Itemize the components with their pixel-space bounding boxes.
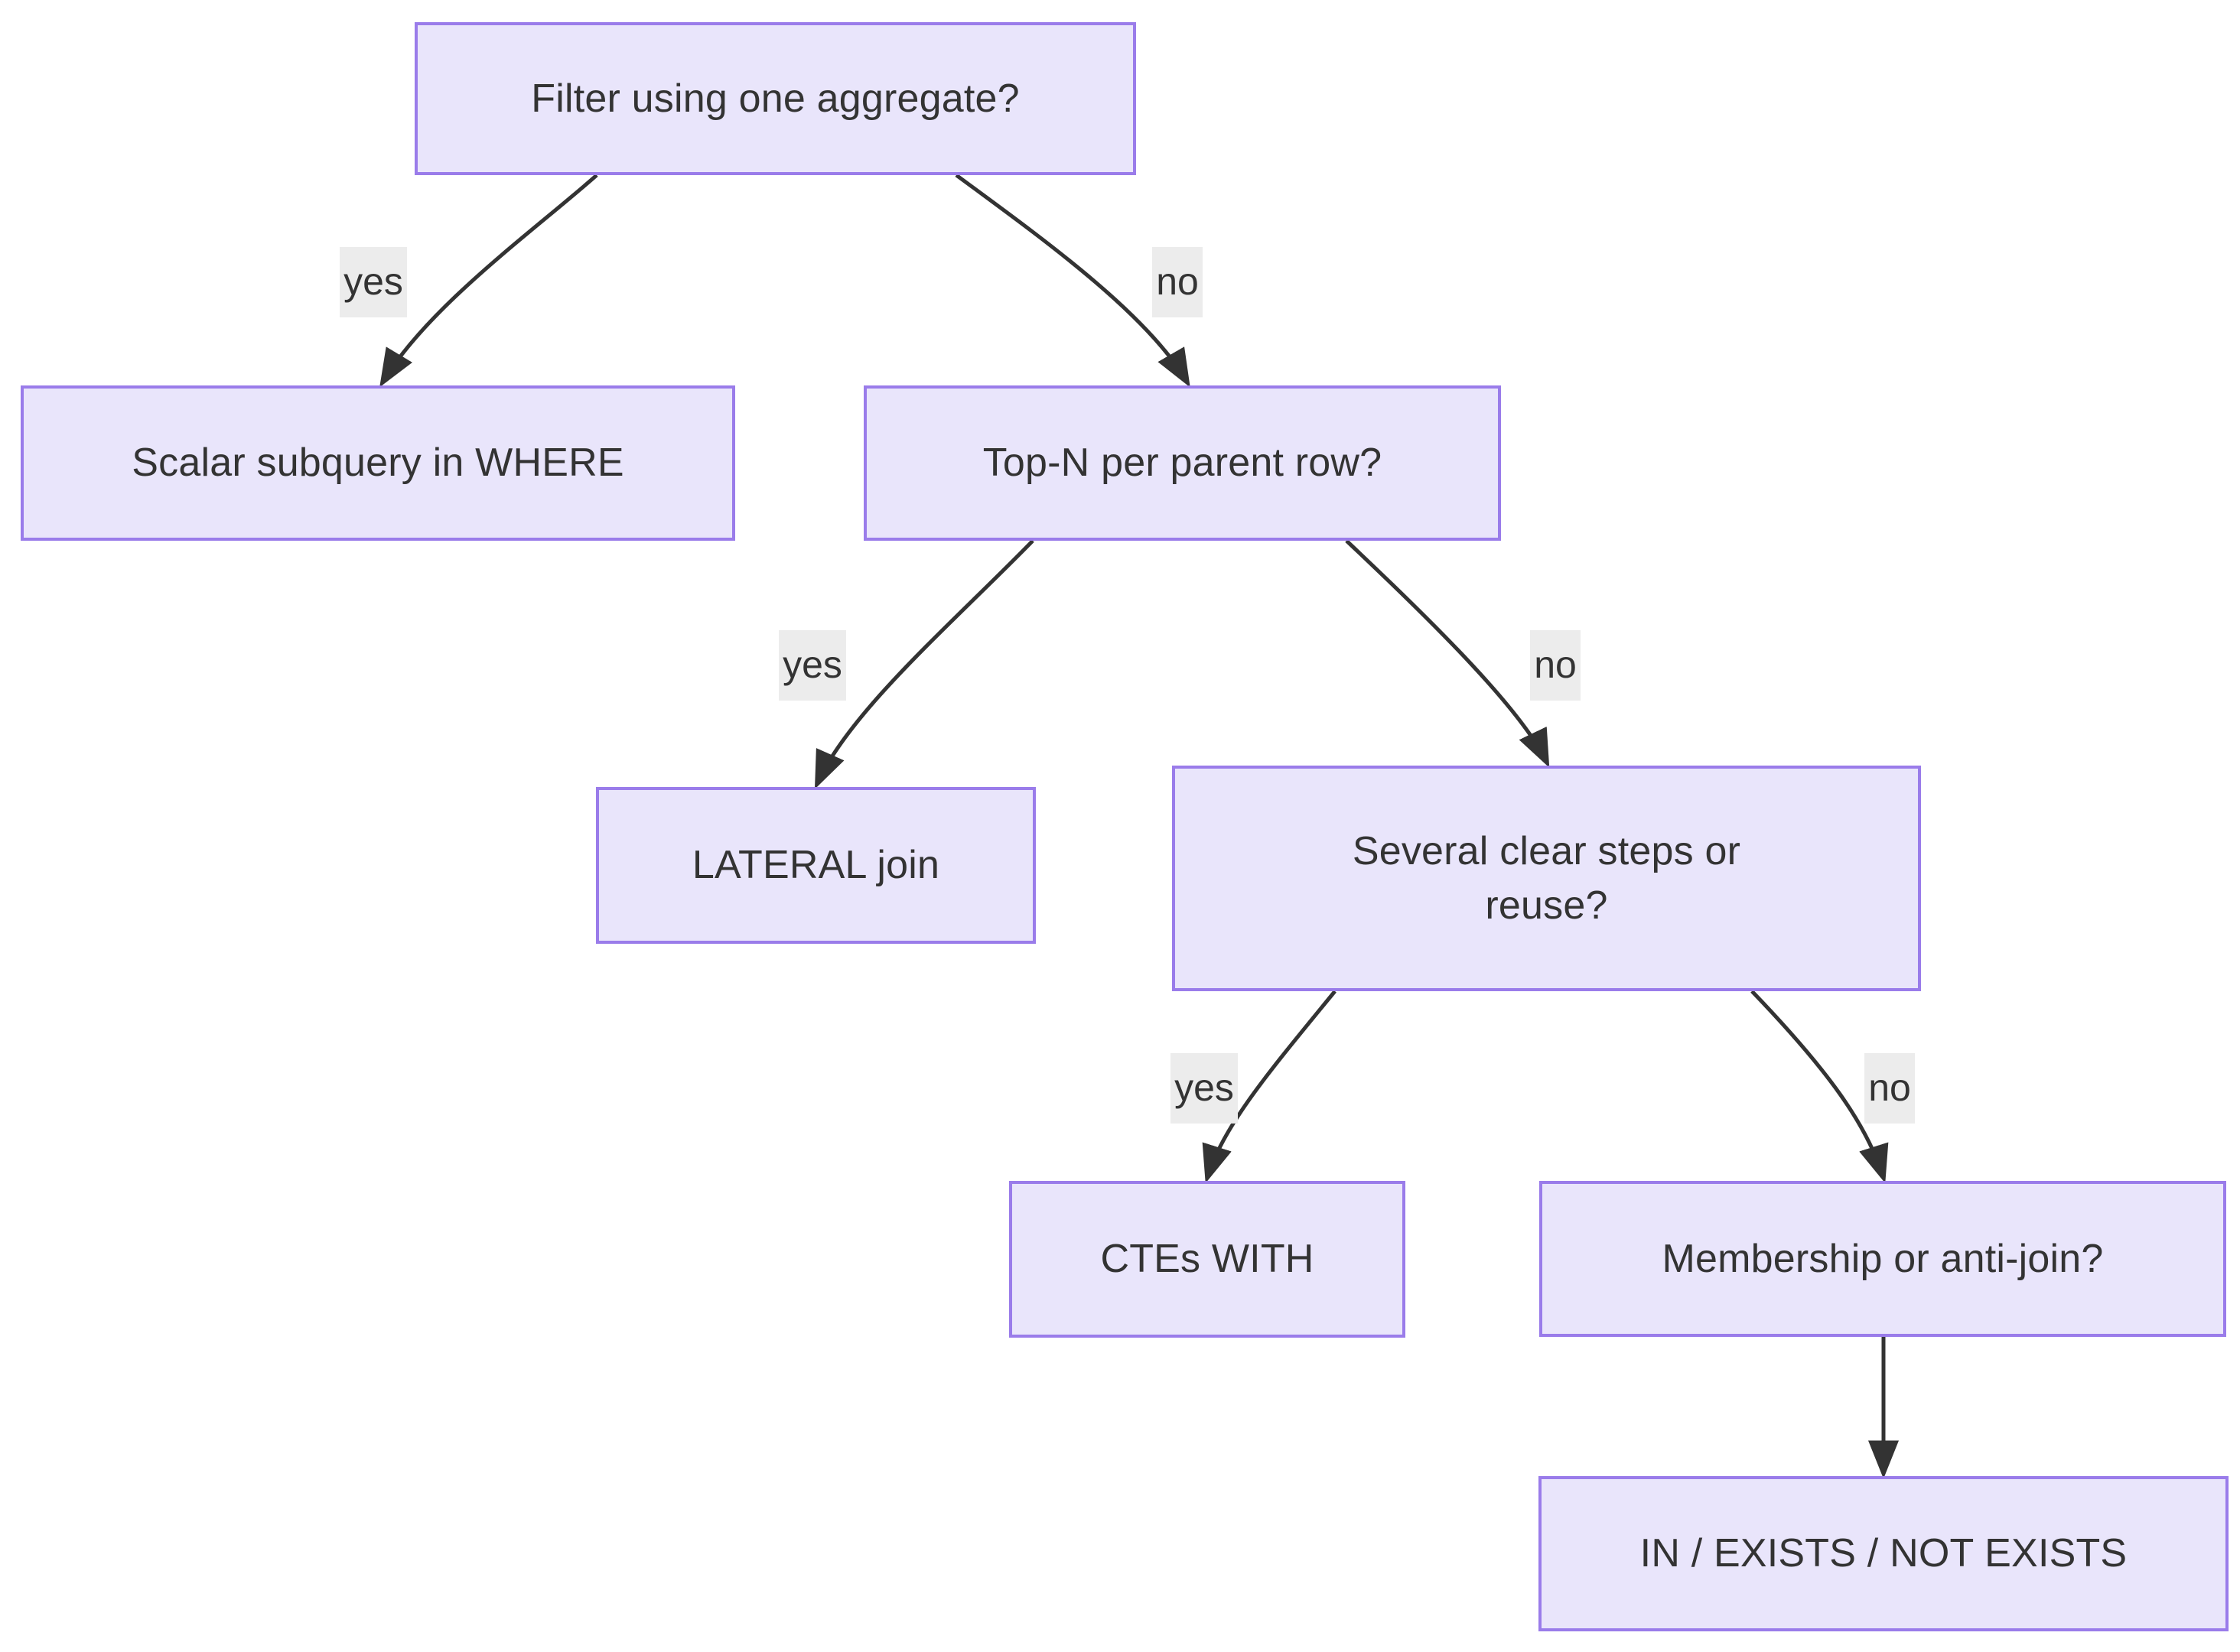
- edge-label-no-top-n: no: [1152, 247, 1203, 317]
- edge-label-yes-scalar-subquery: yes: [340, 247, 407, 317]
- edge-path-e1: [379, 174, 598, 388]
- node-scalar-subquery-in-where[interactable]: Scalar subquery in WHERE: [21, 385, 735, 541]
- node-filter-using-one-aggregate[interactable]: Filter using one aggregate?: [415, 22, 1136, 175]
- edge-path-e3: [814, 539, 1034, 789]
- edge-path-e4: [1345, 539, 1550, 768]
- node-lateral-join[interactable]: LATERAL join: [596, 787, 1036, 944]
- edge-label-no-membership: no: [1864, 1053, 1915, 1124]
- edge-label-no-several-steps: no: [1530, 630, 1581, 701]
- node-top-n-per-parent-row[interactable]: Top-N per parent row?: [864, 385, 1501, 541]
- node-membership-or-anti-join[interactable]: Membership or anti-join?: [1539, 1181, 2226, 1337]
- node-ctes-with[interactable]: CTEs WITH: [1009, 1181, 1405, 1338]
- edge-label-yes-ctes-with: yes: [1170, 1053, 1238, 1124]
- edge-label-yes-lateral-join: yes: [779, 630, 846, 701]
- node-in-exists-not-exists[interactable]: IN / EXISTS / NOT EXISTS: [1538, 1476, 2229, 1631]
- node-several-clear-steps-or-reuse[interactable]: Several clear steps or reuse?: [1172, 766, 1921, 991]
